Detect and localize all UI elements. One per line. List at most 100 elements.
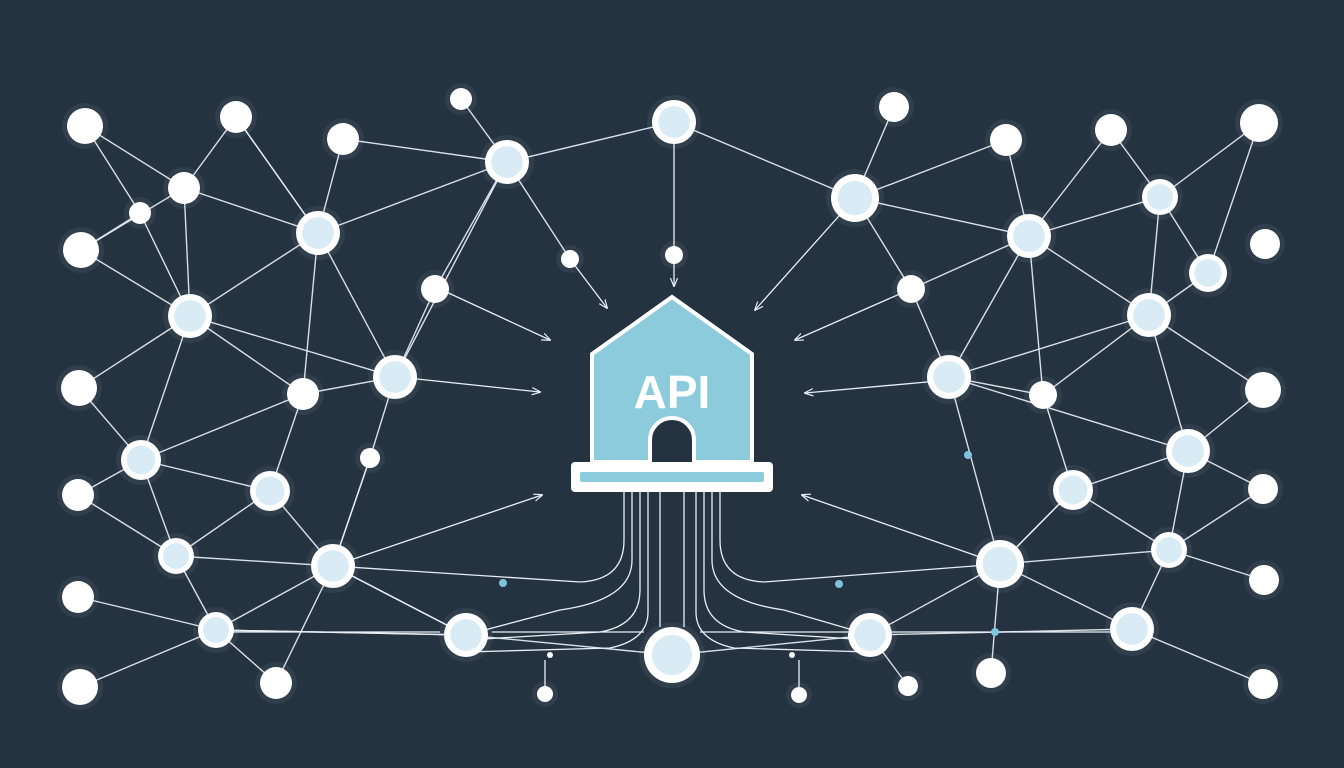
network-edge xyxy=(235,116,319,234)
network-edge xyxy=(869,563,1001,636)
network-node xyxy=(1105,602,1159,656)
hub-arrows xyxy=(332,197,1001,567)
network-edge xyxy=(189,315,396,378)
network-edge xyxy=(1159,122,1260,198)
network-edge xyxy=(1148,314,1264,391)
network-edge xyxy=(332,565,467,636)
network-edge xyxy=(189,315,304,395)
accent-dot xyxy=(835,580,843,588)
network-edge xyxy=(1131,628,1264,685)
accent-dot xyxy=(547,652,553,658)
network-edge xyxy=(1028,196,1161,237)
network-node xyxy=(153,533,199,579)
network-node xyxy=(843,608,897,662)
connector-wire xyxy=(719,492,1001,583)
network-node xyxy=(556,245,584,273)
network-node xyxy=(892,270,930,308)
network-edge xyxy=(175,555,334,567)
network-node xyxy=(116,435,166,485)
network-edge xyxy=(342,138,508,163)
network-edge xyxy=(1148,314,1189,452)
network-node xyxy=(57,474,99,516)
hub-arrow xyxy=(569,258,607,308)
network-node xyxy=(1048,465,1098,515)
network-edge xyxy=(77,494,177,557)
hub-arrow xyxy=(755,197,856,310)
hub-arrow xyxy=(795,288,912,340)
network-node xyxy=(1240,367,1286,413)
network-node xyxy=(163,289,217,343)
network-node xyxy=(1243,664,1283,704)
network-node xyxy=(445,83,477,115)
hub-arrow xyxy=(805,379,950,393)
network-node xyxy=(291,206,345,260)
network-node xyxy=(480,135,534,189)
connector-wire xyxy=(465,492,641,641)
network-edge xyxy=(854,197,1030,237)
network-node xyxy=(1235,99,1283,147)
network-node xyxy=(62,103,108,149)
network-node xyxy=(985,119,1027,161)
network-node xyxy=(826,169,884,227)
network-node xyxy=(660,241,688,269)
accent-dot xyxy=(499,579,507,587)
network-node xyxy=(1122,288,1176,342)
api-house-body xyxy=(590,294,754,464)
network-node xyxy=(874,87,914,127)
connector-wire xyxy=(703,492,871,641)
network-node xyxy=(124,197,156,229)
network-edge xyxy=(854,139,1007,199)
network-edge xyxy=(215,565,334,631)
network-edge xyxy=(1207,122,1260,274)
network-node xyxy=(647,95,701,149)
network-node xyxy=(282,373,324,415)
network-node xyxy=(416,270,454,308)
network-node xyxy=(56,365,102,411)
network-edge xyxy=(189,232,319,317)
network-edge xyxy=(79,629,217,688)
network-node xyxy=(1244,560,1284,600)
hub-arrow xyxy=(802,495,1001,565)
network-node xyxy=(255,662,297,704)
connector-wire xyxy=(465,492,633,636)
network-edge xyxy=(999,563,1133,630)
network-edge xyxy=(434,161,508,290)
network-edge xyxy=(1168,488,1264,551)
network-edge xyxy=(948,235,1030,378)
accent-dot xyxy=(964,451,972,459)
network-node xyxy=(1243,469,1283,509)
network-node xyxy=(1090,109,1132,151)
connector-wire xyxy=(695,492,871,653)
network-edge xyxy=(948,314,1150,378)
network-edge xyxy=(317,161,508,234)
connector-wire xyxy=(332,492,625,583)
network-edge xyxy=(140,459,271,492)
network-node xyxy=(439,608,493,662)
network-node xyxy=(193,607,239,653)
network-nodes xyxy=(56,83,1286,710)
network-edge xyxy=(302,232,319,395)
network-edge xyxy=(84,125,185,189)
network-node xyxy=(57,576,99,618)
hub-arrow xyxy=(332,495,542,567)
network-edge xyxy=(1028,235,1044,396)
network-node xyxy=(1245,224,1285,264)
api-base-stripe xyxy=(580,472,764,482)
network-node xyxy=(893,671,923,701)
api-door-icon xyxy=(648,416,696,462)
network-node xyxy=(322,118,364,160)
network-node xyxy=(1146,527,1192,573)
network-node xyxy=(922,350,976,404)
network-edge xyxy=(394,161,508,378)
network-edge xyxy=(140,315,191,461)
network-node xyxy=(163,167,205,209)
network-node xyxy=(971,653,1011,693)
network-node xyxy=(368,350,422,404)
network-edge xyxy=(1028,235,1150,316)
network-edge xyxy=(140,393,304,461)
hub-arrow xyxy=(397,376,540,392)
network-node xyxy=(1024,376,1062,414)
network-node xyxy=(58,227,104,273)
api-hub-label: API xyxy=(634,366,711,418)
connector-wire xyxy=(711,492,871,636)
